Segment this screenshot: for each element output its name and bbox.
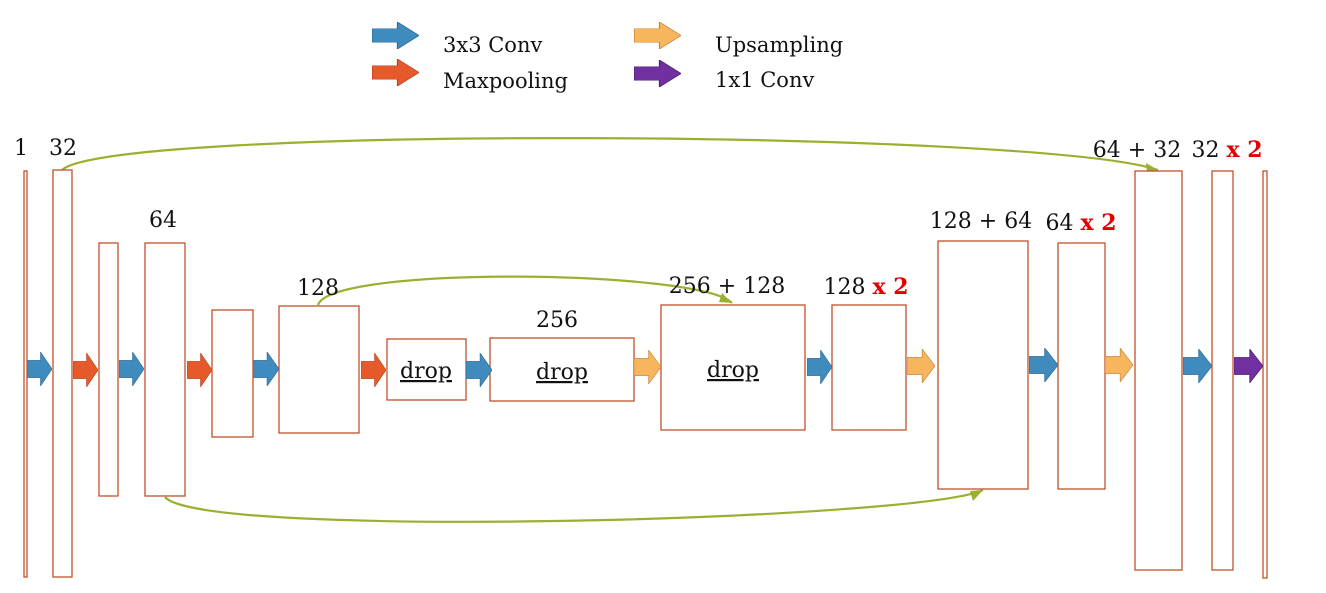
bottleneck-map xyxy=(489,337,635,402)
enc3-map xyxy=(278,305,360,434)
conv3x3-arrow-icon xyxy=(466,353,492,387)
maxpool-arrow-icon xyxy=(187,353,212,387)
label-dec2-conv: 64 x 2 xyxy=(1045,210,1116,236)
label-input-channels: 1 xyxy=(14,136,28,161)
drop-map-1 xyxy=(386,338,467,401)
dec2-conv-map xyxy=(1057,242,1106,490)
legend-upsampling-label: Upsampling xyxy=(715,33,843,57)
output-map xyxy=(1262,170,1268,579)
label-enc2: 64 xyxy=(149,208,177,233)
flow-arrows xyxy=(27,348,1263,387)
label-dec1-conv-channels: 32 xyxy=(1191,138,1219,163)
label-bottleneck: 256 xyxy=(536,308,578,333)
drop-label-1: drop xyxy=(400,359,452,384)
maxpool-arrow-icon xyxy=(361,353,386,387)
enc1-map xyxy=(52,169,73,578)
label-dec2-conv-multiplier: x 2 xyxy=(1080,210,1116,236)
label-dec1-conv-multiplier: x 2 xyxy=(1226,137,1262,163)
skip-arrowhead-level2 xyxy=(970,490,983,501)
legend-maxpool-label: Maxpooling xyxy=(443,69,568,93)
legend-conv3x3-arrow-icon xyxy=(372,22,419,49)
label-dec1-concat: 64 + 32 xyxy=(1093,138,1181,163)
maxpool-arrow-icon xyxy=(73,353,98,387)
dec2-concat-map xyxy=(937,240,1029,490)
label-dec3-conv: 128 x 2 xyxy=(823,274,908,300)
dec1-conv-map xyxy=(1211,170,1234,571)
conv3x3-arrow-icon xyxy=(27,352,52,386)
conv1x1-arrow-icon xyxy=(1234,349,1263,383)
drop-label-3: drop xyxy=(707,358,759,383)
legend-maxpool-arrow-icon xyxy=(372,59,419,86)
conv3x3-arrow-icon xyxy=(119,352,144,386)
enc2-map xyxy=(144,242,186,497)
drop-label-2: drop xyxy=(536,360,588,385)
upsampling-arrow-icon xyxy=(907,349,935,383)
conv3x3-arrow-icon xyxy=(807,350,832,384)
conv3x3-arrow-icon xyxy=(253,352,279,386)
legend-upsampling-arrow-icon xyxy=(634,22,681,49)
legend-conv1x1-label: 1x1 Conv xyxy=(715,68,814,92)
pool2-map xyxy=(211,309,254,438)
upsampling-arrow-icon xyxy=(634,350,661,384)
conv3x3-arrow-icon xyxy=(1183,349,1212,383)
label-dec2-concat: 128 + 64 xyxy=(930,209,1032,234)
dec3-conv-map xyxy=(831,304,907,431)
dec1-concat-map xyxy=(1134,170,1183,571)
input-map xyxy=(23,170,28,578)
skip-connection-level3 xyxy=(316,275,733,306)
label-dec1-conv: 32 x 2 xyxy=(1191,137,1262,163)
label-enc1: 32 xyxy=(49,136,77,161)
legend-conv3x3-label: 3x3 Conv xyxy=(443,33,542,57)
legend: 3x3 Conv Maxpooling Upsampling 1x1 Conv xyxy=(372,22,843,93)
label-enc3: 128 xyxy=(297,276,339,301)
label-dec2-conv-channels: 64 xyxy=(1045,211,1073,236)
label-dec3-conv-channels: 128 xyxy=(823,275,865,300)
dec3-concat-map xyxy=(660,304,806,431)
legend-conv1x1-arrow-icon xyxy=(634,60,681,87)
skip-arrowhead-level3 xyxy=(719,293,732,303)
skip-connection-level2 xyxy=(164,489,984,523)
label-dec3-conv-multiplier: x 2 xyxy=(872,274,908,300)
skip-connection-level1 xyxy=(61,137,1159,172)
pool1-map xyxy=(98,242,119,497)
conv3x3-arrow-icon xyxy=(1029,348,1058,382)
label-dec3-concat: 256 + 128 xyxy=(669,274,785,299)
upsampling-arrow-icon xyxy=(1105,348,1133,382)
